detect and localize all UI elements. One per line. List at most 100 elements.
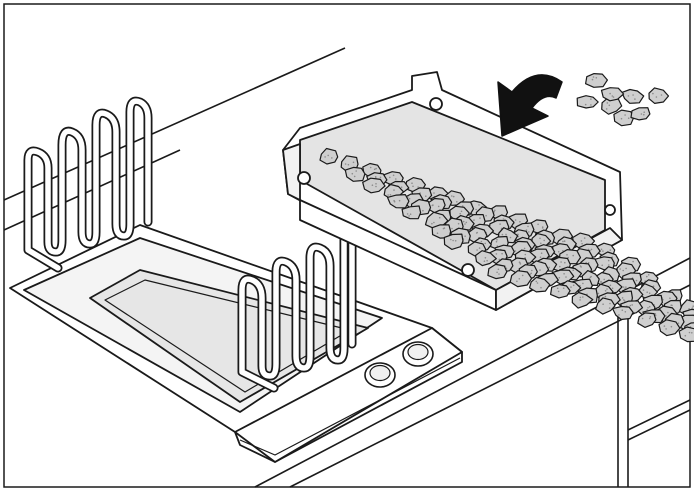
tray-stone-speck [641, 317, 644, 320]
tray-stone-speck [451, 227, 453, 230]
tray-stone-speck [375, 167, 377, 170]
tray-stone-speck [494, 209, 496, 212]
tray-stone-speck [412, 185, 414, 188]
tray-stone-speck [622, 269, 624, 272]
tray-stone-speck [564, 261, 566, 264]
tray-stone-speck [600, 248, 603, 251]
tray-stone-speck [331, 157, 333, 159]
tray-stone-speck [563, 240, 566, 242]
tray-stone-speck [665, 315, 667, 317]
tray-stone-speck [518, 261, 521, 264]
coil-right-fill [239, 225, 355, 391]
tray-stone [443, 233, 464, 250]
tray-stone-speck [476, 231, 479, 234]
tray-stone-speck [580, 240, 583, 242]
tray-stone-speck [478, 204, 480, 206]
tray-stone-speck [536, 282, 539, 284]
tray-stone-speck [431, 222, 433, 225]
tray-stone-speck [373, 168, 376, 171]
control-panel-edge [239, 357, 461, 456]
tray-stone-speck [631, 304, 633, 306]
frame-border [3, 3, 691, 488]
tray-stone-speck [600, 281, 602, 284]
tray-stone-speck [562, 240, 564, 243]
tray-stone-speck [485, 214, 487, 217]
tray-stone-speck [654, 314, 657, 317]
tray-stone-speck [563, 273, 565, 275]
tray-stone-speck [392, 174, 395, 177]
tray-stone-speck [652, 285, 655, 288]
falling-stone [584, 72, 609, 88]
tray-stone-speck [483, 260, 486, 263]
falling-stone-speck [627, 117, 630, 119]
tray-stone-speck [495, 240, 498, 243]
tray-stone-speck [579, 299, 581, 301]
falling-stone-speck [595, 77, 598, 79]
tray-stone-speck [621, 309, 624, 312]
tray-stone-speck [618, 314, 620, 316]
tray-stone [611, 305, 634, 321]
tray-stone-speck [579, 296, 582, 299]
falling-stone [600, 87, 625, 102]
falling-stone-speck [652, 92, 654, 95]
tray-stone-speck [609, 302, 611, 305]
tray-stone [658, 319, 681, 337]
tray-stone [549, 284, 571, 299]
tray-stone-speck [407, 196, 409, 198]
tray-stone-speck [496, 271, 498, 274]
tray-stone-speck [609, 249, 612, 251]
tray-stone-speck [688, 331, 691, 334]
tray-stone-speck [344, 163, 347, 165]
tray-stone-speck [609, 284, 612, 287]
tray-stone-speck [374, 176, 377, 178]
tray-stone-speck [619, 268, 621, 270]
tray-stone-speck [566, 254, 568, 256]
tray-stone-speck [648, 305, 651, 308]
knob-left[interactable] [364, 362, 396, 388]
tray-stone [509, 270, 533, 288]
tray-stone-speck [540, 252, 543, 254]
tray-stone-speck [406, 213, 409, 215]
tray-stone [362, 177, 386, 194]
tray-stone-speck [581, 242, 583, 245]
tray-stone-speck [480, 240, 483, 243]
tray-stone-speck [524, 253, 527, 256]
falling-stone-speck [627, 95, 630, 97]
tray-stone-speck [498, 273, 500, 275]
tray-stone-speck [572, 254, 574, 257]
tray-stone-speck [484, 242, 487, 245]
tray-stone-speck [624, 311, 627, 313]
tray-stone-speck [495, 253, 498, 255]
tray-rivet-right [604, 204, 616, 216]
tray-stone [401, 205, 422, 220]
heating-element-right [237, 223, 357, 393]
tray-stone-speck [570, 286, 572, 288]
tray-stone-speck [582, 282, 584, 285]
tray-stone-speck [523, 247, 526, 250]
tray-left-end [282, 143, 301, 201]
tray-stone-speck [669, 297, 671, 300]
falling-stone-speck [632, 94, 634, 96]
tray-stone-speck [688, 308, 690, 310]
tray-stone-speck [389, 194, 392, 196]
tray-stone-speck [387, 194, 389, 196]
tray-stone-speck [602, 250, 604, 252]
tray-stone-speck [521, 274, 524, 277]
tray-stone-speck [649, 316, 652, 318]
tray-stone-speck [484, 257, 487, 259]
knob-right[interactable] [402, 341, 434, 367]
tray-stone-speck [355, 170, 358, 172]
tray-stone-speck [663, 325, 666, 327]
tray-stone-speck [684, 334, 687, 337]
tray-stone-speck [606, 288, 608, 290]
insert-arrow-icon [497, 74, 563, 137]
tray-stone-speck [473, 219, 475, 221]
tray-stone-speck [352, 161, 355, 164]
tray-stone-speck [456, 201, 458, 203]
tray-stone-speck [398, 199, 401, 202]
tray-stones [319, 147, 694, 343]
tray-stone-speck [516, 280, 518, 283]
tray-stone-speck [623, 299, 625, 301]
tray-stone-speck [622, 286, 625, 288]
tray-stone-speck [543, 239, 545, 242]
